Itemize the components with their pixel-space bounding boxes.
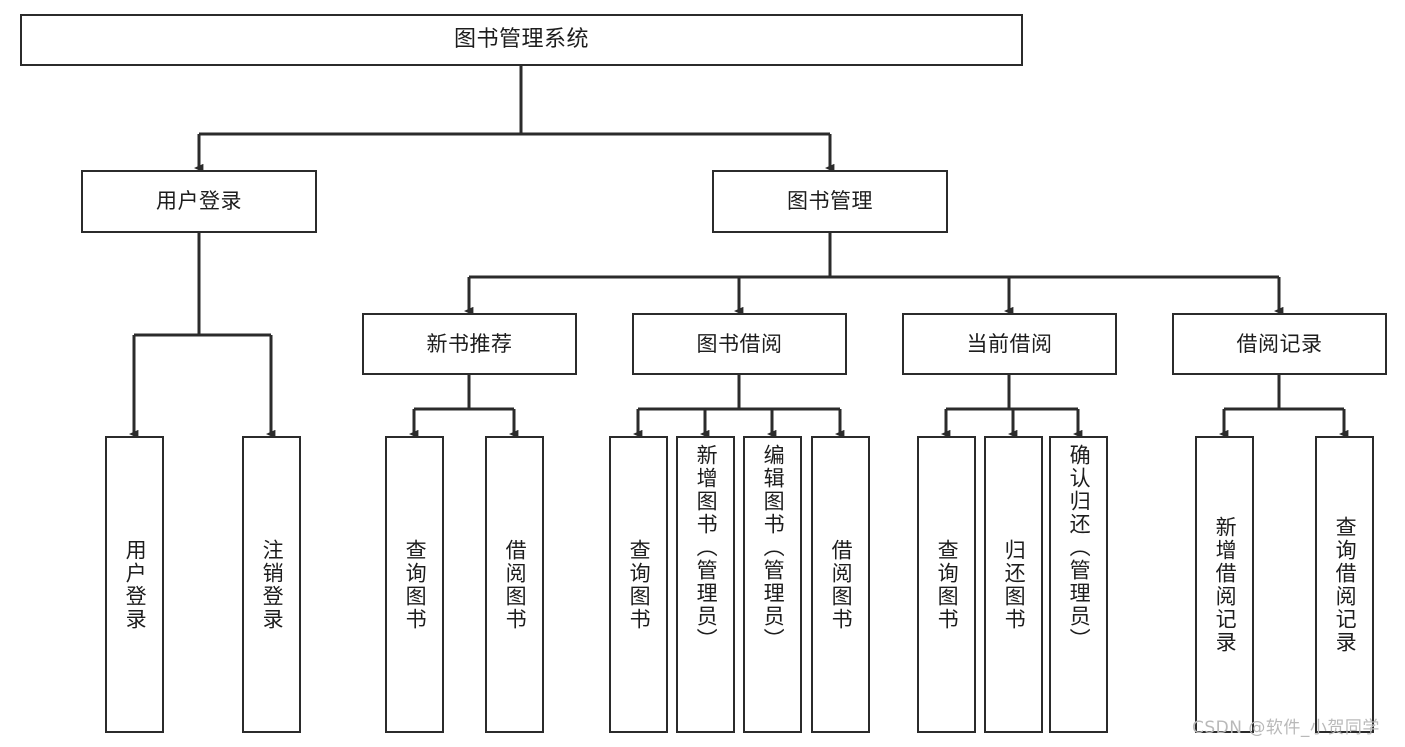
node-leaf-logout-login-label: 注销登录 bbox=[260, 538, 285, 631]
node-leaf-add-book[interactable]: 新增图书（管理员） bbox=[676, 436, 735, 733]
node-leaf-query-record[interactable]: 查询借阅记录 bbox=[1315, 436, 1374, 733]
node-leaf-confirm-return-label: 确认归还（管理员） bbox=[1067, 444, 1092, 651]
node-leaf-return-book[interactable]: 归还图书 bbox=[984, 436, 1043, 733]
node-leaf-borrow-book-1[interactable]: 借阅图书 bbox=[485, 436, 544, 733]
node-root-label: 图书管理系统 bbox=[453, 26, 589, 52]
node-leaf-query-book-1[interactable]: 查询图书 bbox=[385, 436, 444, 733]
node-leaf-query-book-3[interactable]: 查询图书 bbox=[917, 436, 976, 733]
node-leaf-return-book-label: 归还图书 bbox=[1002, 538, 1027, 631]
node-leaf-query-book-3-label: 查询图书 bbox=[935, 538, 960, 631]
node-leaf-edit-book-label: 编辑图书（管理员） bbox=[761, 444, 786, 651]
node-leaf-borrow-book-1-label: 借阅图书 bbox=[503, 538, 528, 631]
node-book-borrow-label: 图书借阅 bbox=[696, 331, 783, 356]
node-leaf-add-record[interactable]: 新增借阅记录 bbox=[1195, 436, 1254, 733]
node-current-borrow-label: 当前借阅 bbox=[966, 331, 1053, 356]
node-new-book-recommend[interactable]: 新书推荐 bbox=[362, 313, 577, 375]
node-borrow-record-label: 借阅记录 bbox=[1236, 331, 1323, 356]
node-leaf-query-book-1-label: 查询图书 bbox=[403, 538, 428, 631]
node-leaf-add-record-label: 新增借阅记录 bbox=[1213, 515, 1238, 654]
node-leaf-query-book-2[interactable]: 查询图书 bbox=[609, 436, 668, 733]
node-leaf-add-book-label: 新增图书（管理员） bbox=[694, 444, 719, 651]
node-book-borrow[interactable]: 图书借阅 bbox=[632, 313, 847, 375]
node-leaf-borrow-book-2[interactable]: 借阅图书 bbox=[811, 436, 870, 733]
node-leaf-user-login[interactable]: 用户登录 bbox=[105, 436, 164, 733]
node-root[interactable]: 图书管理系统 bbox=[20, 14, 1023, 66]
node-leaf-query-book-2-label: 查询图书 bbox=[627, 538, 652, 631]
node-current-borrow[interactable]: 当前借阅 bbox=[902, 313, 1117, 375]
node-user-login[interactable]: 用户登录 bbox=[81, 170, 317, 233]
node-leaf-confirm-return[interactable]: 确认归还（管理员） bbox=[1049, 436, 1108, 733]
node-new-book-recommend-label: 新书推荐 bbox=[426, 331, 513, 356]
node-book-manage[interactable]: 图书管理 bbox=[712, 170, 948, 233]
node-leaf-borrow-book-2-label: 借阅图书 bbox=[829, 538, 854, 631]
node-leaf-user-login-label: 用户登录 bbox=[123, 538, 148, 631]
node-book-manage-label: 图书管理 bbox=[787, 189, 873, 214]
node-leaf-logout-login[interactable]: 注销登录 bbox=[242, 436, 301, 733]
node-user-login-label: 用户登录 bbox=[156, 189, 242, 214]
node-leaf-edit-book[interactable]: 编辑图书（管理员） bbox=[743, 436, 802, 733]
node-leaf-query-record-label: 查询借阅记录 bbox=[1333, 515, 1358, 654]
watermark: CSDN @软件_小贺同学 bbox=[1192, 718, 1380, 738]
node-borrow-record[interactable]: 借阅记录 bbox=[1172, 313, 1387, 375]
